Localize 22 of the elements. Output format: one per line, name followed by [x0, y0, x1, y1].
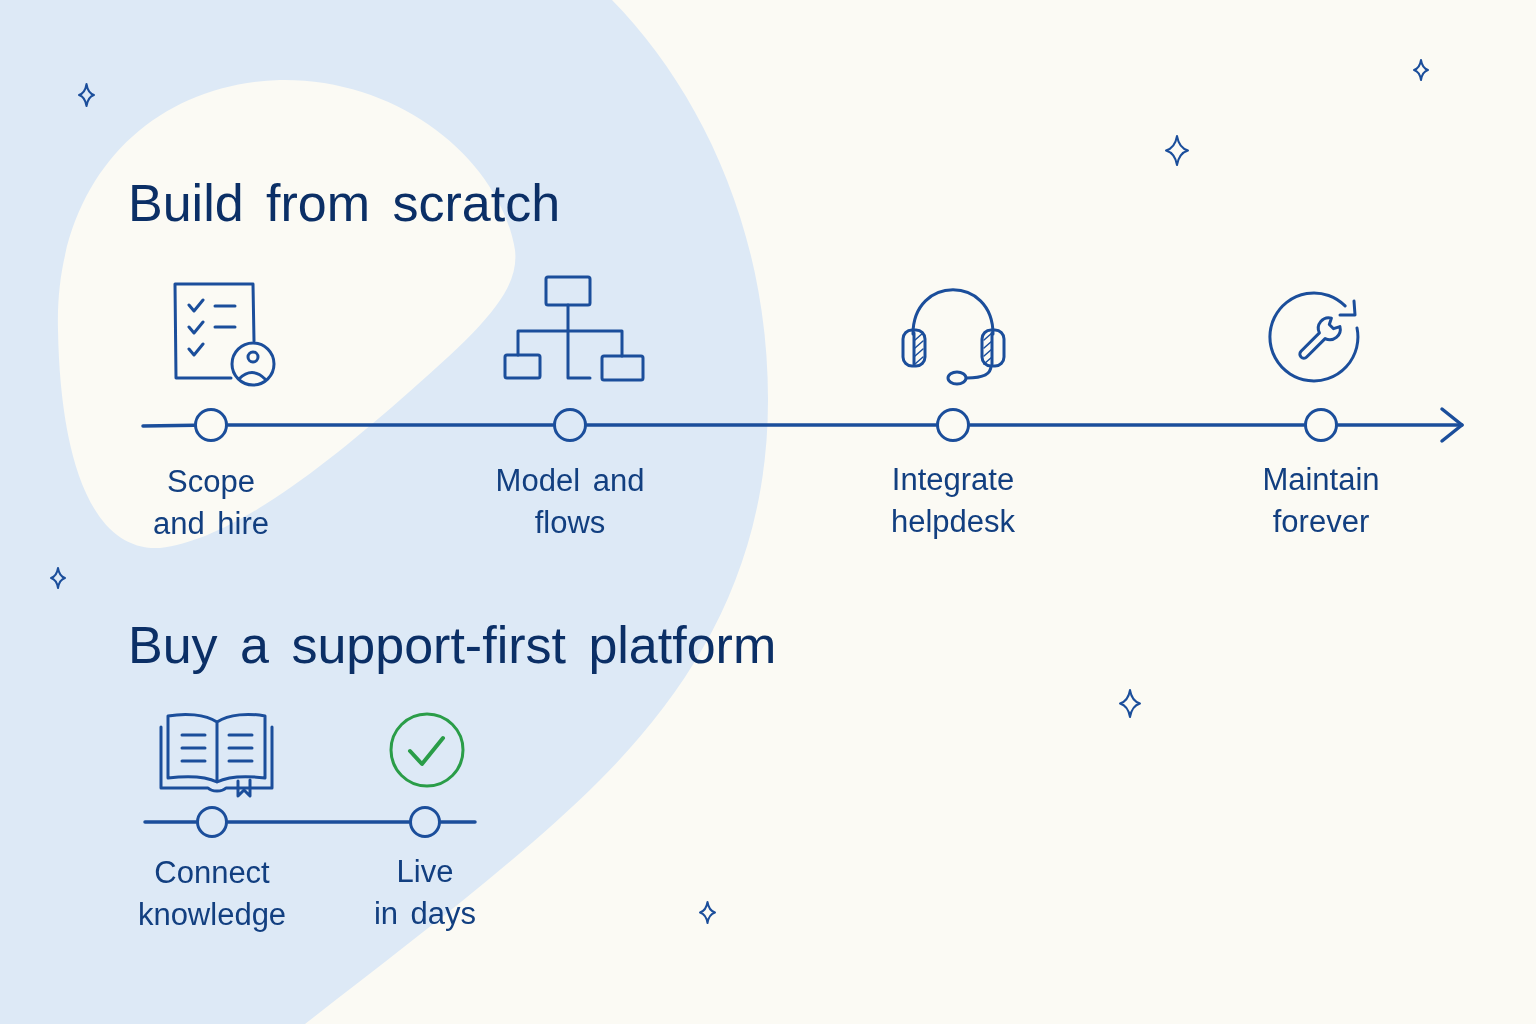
- timeline-line: [141, 423, 196, 428]
- milestone-circle: [194, 408, 228, 442]
- timeline-line: [143, 820, 198, 824]
- milestone-circle: [196, 806, 228, 838]
- step-label: Connect knowledge: [137, 854, 287, 934]
- milestone-circle: [936, 408, 970, 442]
- timeline-line: [585, 423, 938, 427]
- timeline-arrow: [1336, 407, 1464, 443]
- step-label: Integrate helpdesk: [890, 461, 1016, 541]
- timeline-line: [226, 820, 411, 824]
- step-label: Model and flows: [495, 462, 645, 542]
- timeline-line: [226, 423, 555, 427]
- milestone-circle: [1304, 408, 1338, 442]
- milestone-circle: [409, 806, 441, 838]
- step-label: Scope and hire: [153, 463, 269, 543]
- section-title: Build from scratch: [128, 173, 561, 234]
- step-label: Maintain forever: [1262, 461, 1380, 541]
- timeline-line: [968, 423, 1306, 427]
- step-label: Live in days: [373, 853, 477, 933]
- section-title: Buy a support-first platform: [128, 615, 777, 676]
- timeline-line: [439, 820, 477, 824]
- milestone-circle: [553, 408, 587, 442]
